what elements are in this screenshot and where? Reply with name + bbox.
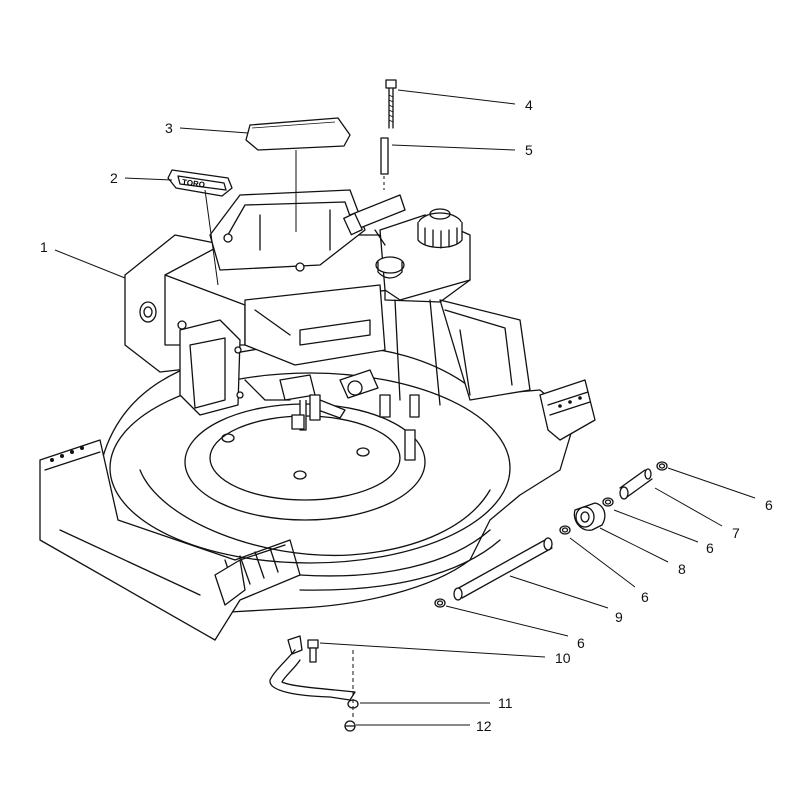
callout-3: 3: [165, 120, 173, 136]
callout-4: 4: [525, 97, 533, 113]
fuel-hose-7: [619, 468, 653, 500]
callout-6-top: 6: [765, 497, 773, 513]
fuel-filter-8: [573, 502, 606, 531]
callout-5: 5: [525, 142, 533, 158]
callout-6-second: 6: [706, 540, 714, 556]
callout-6-bottom: 6: [577, 635, 585, 651]
mower-deck: [39, 299, 596, 641]
engine-assembly: [124, 189, 471, 431]
spacer-5: [380, 137, 389, 190]
callout-10: 10: [555, 650, 571, 666]
callout-6-third: 6: [641, 589, 649, 605]
callout-9: 9: [615, 609, 623, 625]
callout-labels: 1 2 3 4 5 6 7 6 8 6 9 6 10 11 12: [40, 97, 773, 734]
fuel-hose-9: [453, 537, 553, 601]
air-filter-cover: [245, 117, 351, 151]
bottom-hardware: [269, 635, 359, 732]
hose-clamps: [434, 461, 668, 608]
callout-12: 12: [476, 718, 492, 734]
callout-2: 2: [110, 170, 118, 186]
bolt-4: [385, 79, 397, 129]
toro-decal: TORO: [167, 169, 233, 197]
callout-8: 8: [678, 561, 686, 577]
callout-11: 11: [498, 695, 513, 711]
leader-lines: [54, 89, 756, 726]
decal-text: TORO: [181, 178, 205, 190]
callout-1: 1: [40, 239, 48, 255]
callout-7: 7: [732, 525, 740, 541]
